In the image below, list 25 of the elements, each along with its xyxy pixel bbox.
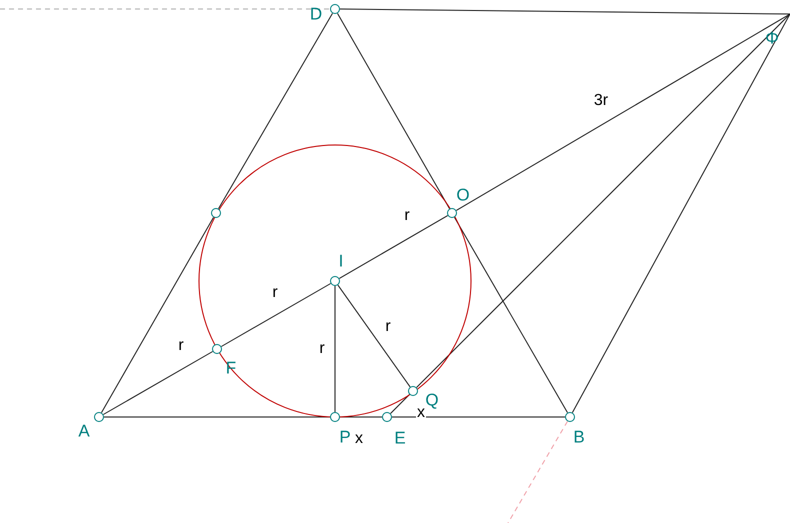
point-label: E (394, 430, 406, 446)
line-segment (456, 14, 790, 211)
line-segment (337, 12, 450, 210)
point-label: D (310, 6, 322, 22)
line-segment (338, 215, 448, 279)
line-segment (572, 14, 790, 414)
line-segment (220, 283, 332, 347)
point-label: Q (425, 392, 439, 408)
point-label: A (78, 422, 90, 440)
point-label: P (339, 428, 351, 446)
line-segment (102, 351, 214, 415)
line-segment (334, 286, 336, 412)
point-label: B (573, 428, 585, 446)
line-segment (101, 216, 214, 414)
dashed-line (508, 420, 568, 523)
point-label: O (456, 186, 470, 204)
line-segment (454, 216, 568, 414)
line-segment (416, 14, 790, 388)
line-segment (392, 416, 566, 418)
line-segment (218, 12, 333, 210)
line-segment (337, 284, 411, 388)
line-segment (390, 394, 410, 414)
point-label: I (338, 252, 344, 270)
line-segment (340, 8, 790, 14)
dashed-line (0, 8, 330, 10)
